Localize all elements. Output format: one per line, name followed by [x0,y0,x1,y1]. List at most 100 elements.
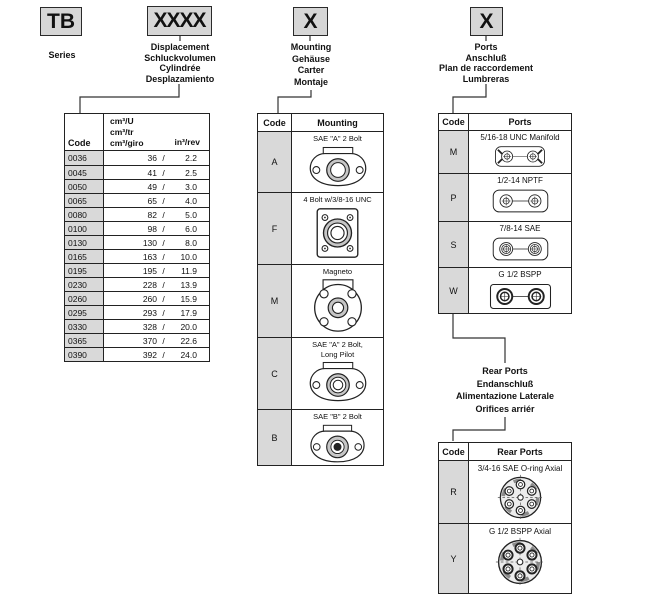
metric-value: 49 [147,181,157,192]
row-code-cell: F [258,193,292,264]
metric-value: 130 [142,237,157,248]
displacement-value-cell: 195/11.9 [104,264,209,277]
displacement-code-cell: 0390 [65,348,104,361]
ports-table-header: Code Ports [439,114,571,131]
row-code-cell: M [439,131,469,173]
displacement-code-cell: 0065 [65,194,104,207]
displacement-value-cell: 41/2.5 [104,166,209,179]
metric-value: 370 [142,335,157,346]
flange-sae-b-2bolt-icon [300,422,375,466]
imperial-value: 4.0 [185,195,197,206]
label-line: Ports [474,42,498,52]
row-label: SAE "B" 2 Bolt [313,412,362,421]
label-line: Cylindrée [159,63,201,73]
value-separator: / [162,181,165,192]
displacement-value-cell: 49 / 3.0 [104,180,209,193]
displacement-code-cell: 0050 [65,180,104,193]
row-label: 1/2-14 NPTF [497,176,543,185]
metric-value: 163 [142,251,157,262]
row-code-cell: Y [439,524,469,593]
label-line: Plan de raccordement [438,63,534,73]
metric-value: 41 [147,167,157,178]
displacement-code-cell: 0130 [65,236,104,249]
displacement-row: 0050 49 / 3.0 [65,179,209,193]
ports-unc-manifold-icon [486,143,554,170]
column-header-mounting: Mounting [317,117,358,128]
row-code-cell: R [439,461,469,523]
row-picture-cell: 1/2-14 NPTF [469,174,571,221]
displacement-row: 0130 130 / 8.0 [65,235,209,249]
displacement-code-cell: 0230 [65,278,104,291]
imperial-value: 11.9 [181,265,197,276]
metric-value: 392 [142,349,157,360]
displacement-value-cell: 328/20.0 [104,320,209,333]
imperial-value: 22.6 [180,335,197,346]
row-picture-cell: SAE "B" 2 Bolt [292,410,383,465]
rear-bspp-axial-icon [495,537,545,587]
flange-magneto-icon [296,277,380,333]
row-picture-cell: Magneto [292,265,383,337]
displacement-code-cell: 0165 [65,250,104,263]
row-label: G 1/2 BSPP [498,270,542,279]
flange-sae-a-2bolt-long-pilot-icon [299,359,377,405]
displacement-value-cell: 293/17.9 [104,306,209,319]
value-separator: / [162,335,165,346]
value-separator: / [162,237,165,248]
value-separator: / [162,223,165,234]
unit-line: cm³/giro [110,137,144,148]
label-line: Rear Ports [482,366,528,376]
value-separator: / [162,293,165,304]
value-separator: / [162,153,165,163]
imperial-value: 3.0 [185,181,197,192]
metric-value: 328 [142,321,157,332]
metric-value: 82 [147,209,157,220]
label-line: Displacement [150,42,210,52]
row-code-cell: M [258,265,292,337]
ports-bspp-icon [479,280,562,313]
value-separator: / [162,265,165,276]
row-code-cell: P [439,174,469,221]
displacement-label-block: Displacement Schluckvolumen Cylindrée De… [110,42,250,84]
column-header-ports: Ports [508,117,532,127]
value-separator: / [162,279,165,290]
imperial-value: 8.0 [185,237,197,248]
unit-in3rev: in³/rev [174,137,200,148]
label-line: Gehäuse [291,53,331,64]
displacement-value-cell: 370 / 22.6 [104,334,209,347]
displacement-code-cell: 0195 [65,264,104,277]
row-code-cell: A [258,132,292,192]
column-header-code: Code [439,443,469,460]
displacement-code-cell: 0260 [65,292,104,305]
row-label: 7/8-14 SAE [499,224,541,233]
imperial-value: 2.5 [185,167,197,178]
imperial-value: 6.0 [185,223,197,234]
column-header-code: Code [258,114,292,131]
row-picture-cell: 4 Bolt w/3/8-16 UNC [292,193,383,264]
mounting-label-block: Mounting Gehäuse Carter Montaje [251,42,371,88]
rear-ports-label-block: Rear Ports Endanschluß Alimentazione Lat… [435,365,575,415]
displacement-value-cell: 36/2.2 [104,151,209,165]
value-separator: / [162,251,165,262]
imperial-value: 2.2 [185,153,197,163]
row-code-cell: B [258,410,292,465]
displacement-code-cell: 0365 [65,334,104,347]
label-line: Montaje [293,76,328,87]
value-separator: / [162,209,165,220]
unit-line: cm³/tr [110,126,134,137]
unit-line: cm³/U [110,116,134,126]
imperial-value: 5.0 [185,209,197,220]
